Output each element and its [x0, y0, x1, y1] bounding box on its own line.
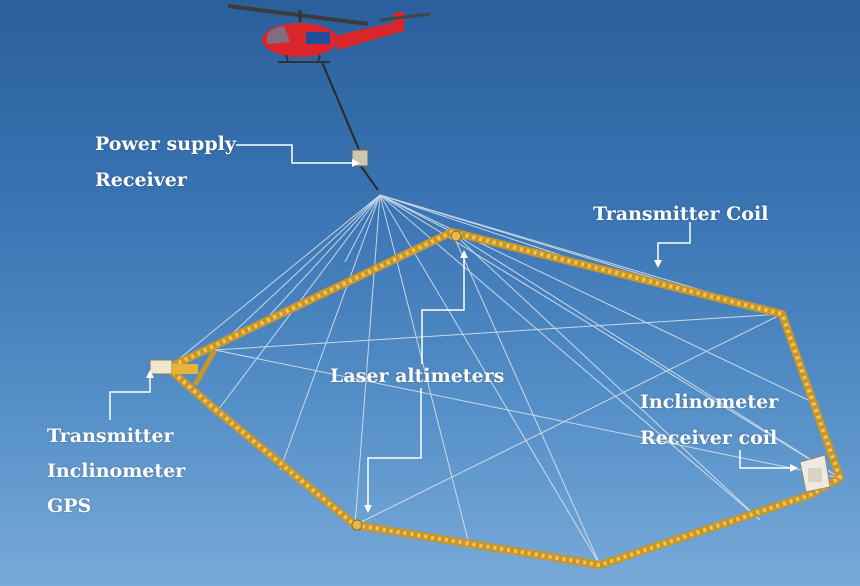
arrowhead-receiver-coil [790, 464, 798, 472]
laser-altimeter-bottom [351, 519, 363, 531]
label-receiver: Receiver [95, 169, 187, 191]
label-receiver-coil: Receiver coil [640, 427, 778, 449]
label-gps: GPS [47, 495, 92, 517]
arrowhead-transmitter [146, 370, 154, 378]
label-laser-altimeters: Laser altimeters [330, 365, 505, 387]
label-transmitter-coil: Transmitter Coil [593, 203, 769, 225]
arrow-transmitter-coil [657, 222, 691, 260]
arrowhead-power-supply [352, 159, 360, 167]
callout-arrows [109, 144, 798, 513]
label-inclinometer-right: Inclinometer [640, 391, 779, 413]
helicopter [227, 4, 431, 63]
arrow-transmitter [109, 378, 151, 420]
receiver-coil-pod [799, 454, 831, 493]
arrowhead-laser-altimeter-top [460, 250, 468, 258]
arrow-power-supply [236, 144, 352, 164]
arrowhead-transmitter-coil [654, 260, 662, 268]
transmitter-pod [149, 359, 198, 375]
arrow-laser-altimeter-top [421, 258, 465, 364]
arrow-receiver-coil [739, 450, 790, 469]
laser-altimeter-top [450, 230, 462, 242]
label-power-supply: Power supply [95, 133, 236, 155]
label-inclinometer-left: Inclinometer [47, 460, 186, 482]
tow-cable [321, 61, 379, 191]
transmitter-coil-frame [164, 228, 844, 569]
arrow-laser-altimeter-bottom [367, 388, 422, 505]
label-transmitter: Transmitter [47, 425, 174, 447]
arrowhead-laser-altimeter-bottom [364, 505, 372, 513]
